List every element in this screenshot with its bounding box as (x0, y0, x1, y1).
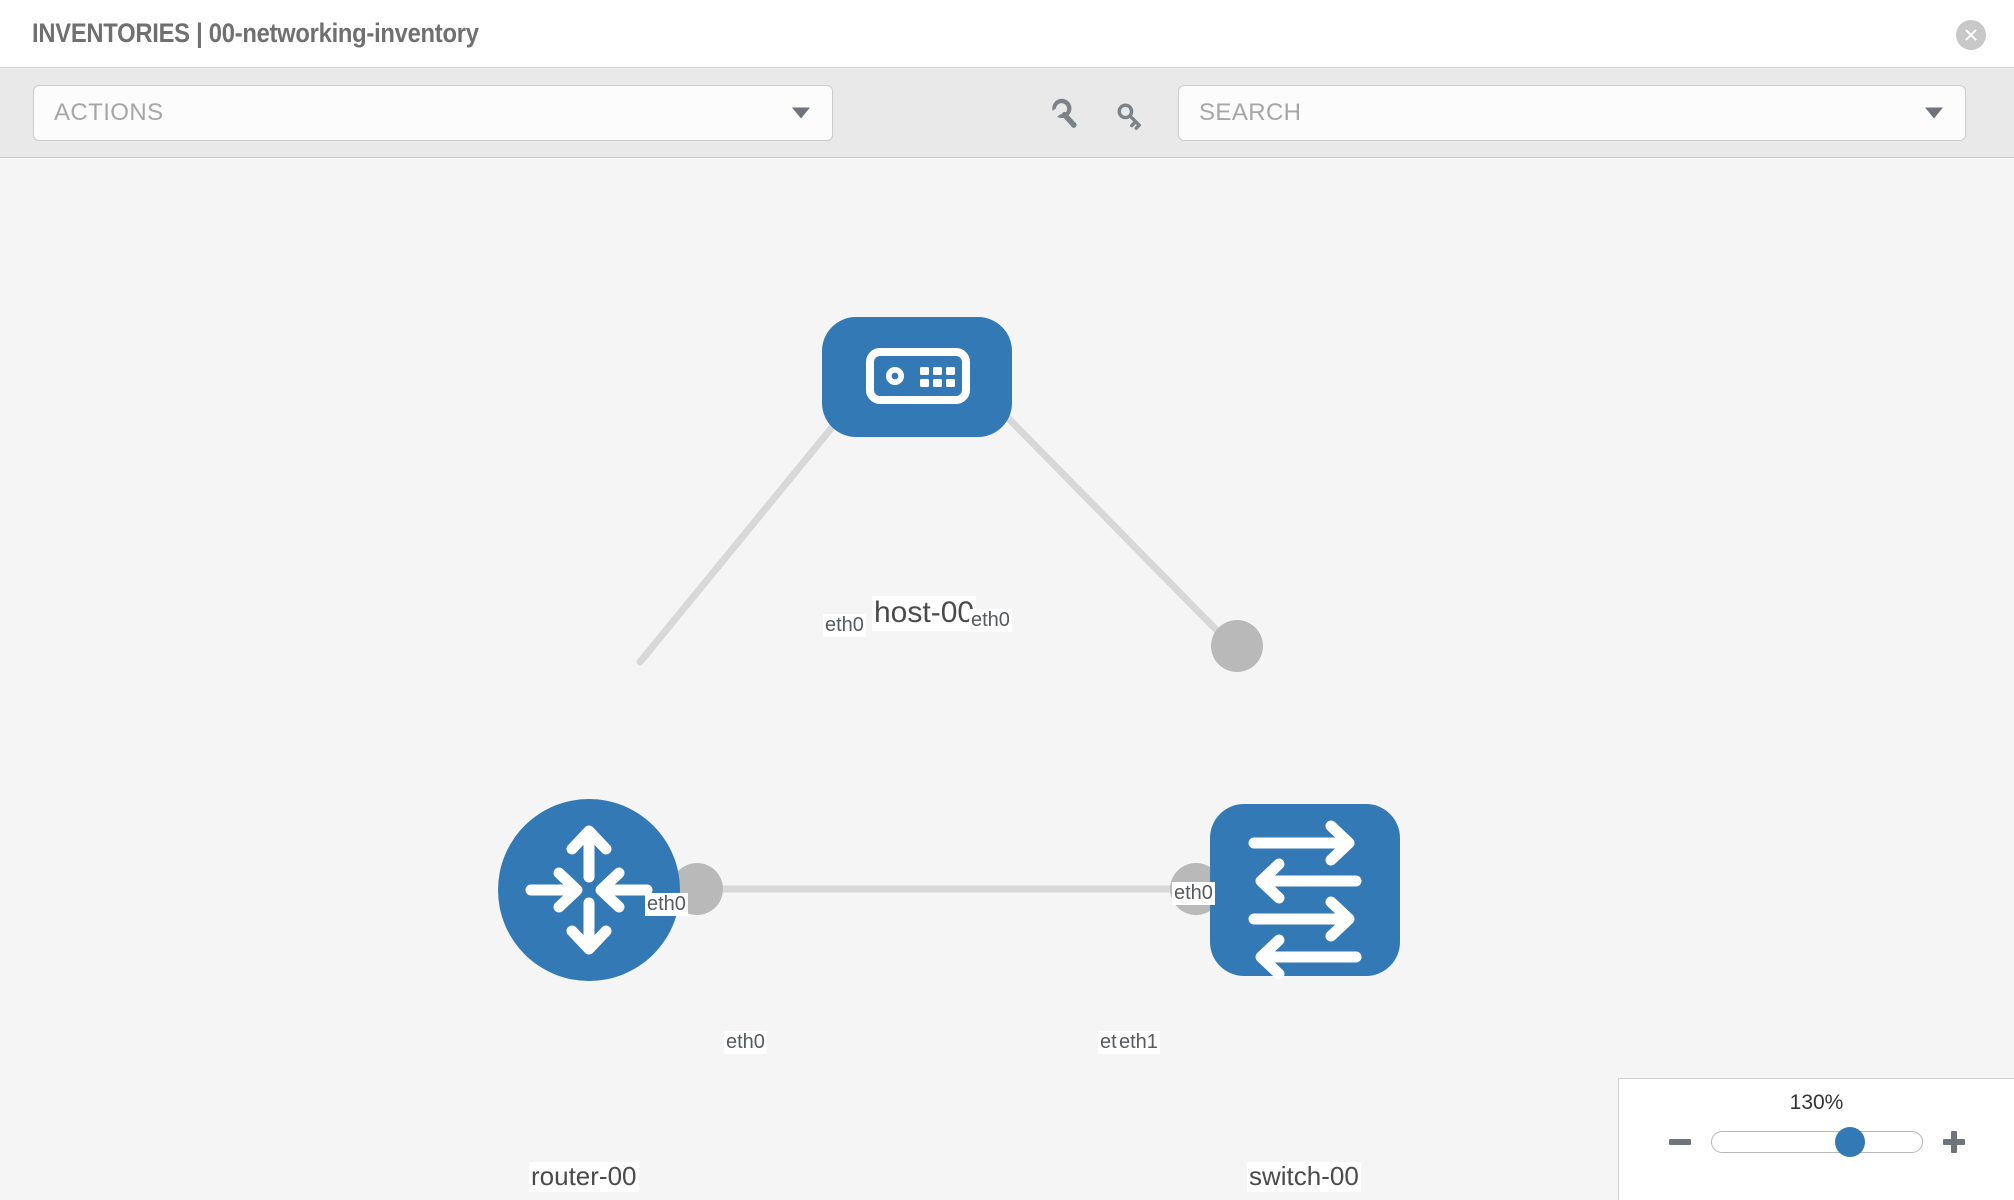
socket-switch00-top (1211, 620, 1263, 672)
topology-graph (498, 317, 1400, 981)
iface-label-router00-up: eth0 (645, 893, 688, 916)
search-placeholder: SEARCH (1199, 99, 1302, 126)
iface-label-host00-left: eth0 (823, 614, 866, 637)
node-switch-00[interactable] (1210, 804, 1400, 980)
zoom-level-value: 130% (1789, 1091, 1844, 1114)
zoom-control: 130% (1618, 1078, 2014, 1200)
key-icon[interactable] (1110, 98, 1150, 134)
node-label-router-00: router-00 (529, 1161, 639, 1192)
toolbar: ACTIONS SEARC (0, 68, 2014, 158)
topology-canvas[interactable]: host-00 router-00 switch-00 eth0 eth0 et… (0, 159, 2014, 1200)
page-header: INVENTORIES | 00-networking-inventory (0, 0, 2014, 68)
zoom-slider[interactable] (1710, 1127, 1923, 1157)
chevron-down-icon (792, 107, 810, 119)
actions-dropdown-label: ACTIONS (54, 99, 164, 126)
iface-label-router00-right: eth0 (724, 1031, 767, 1054)
search-input[interactable]: SEARCH (1178, 85, 1966, 141)
server-icon (866, 348, 970, 404)
zoom-slider-thumb[interactable] (1835, 1127, 1866, 1157)
router-arrows-icon (525, 825, 653, 955)
node-host-00[interactable] (822, 317, 1012, 437)
switch-arrows-icon (1248, 820, 1362, 980)
node-label-switch-00: switch-00 (1247, 1161, 1361, 1192)
iface-label-switch00-up: eth0 (1172, 882, 1215, 905)
close-icon[interactable] (1956, 20, 1986, 50)
plus-icon[interactable] (1939, 1127, 1969, 1157)
chevron-down-icon (1925, 107, 1943, 119)
iface-label-switch00-left: eth1 (1117, 1031, 1160, 1054)
iface-label-host00-right: eth0 (969, 609, 1012, 632)
minus-icon[interactable] (1665, 1127, 1695, 1157)
page-title: INVENTORIES | 00-networking-inventory (32, 18, 479, 48)
wrench-icon[interactable] (1045, 98, 1085, 134)
node-label-host-00: host-00 (872, 596, 977, 631)
actions-dropdown[interactable]: ACTIONS (33, 85, 833, 141)
node-router-00[interactable] (498, 799, 680, 981)
